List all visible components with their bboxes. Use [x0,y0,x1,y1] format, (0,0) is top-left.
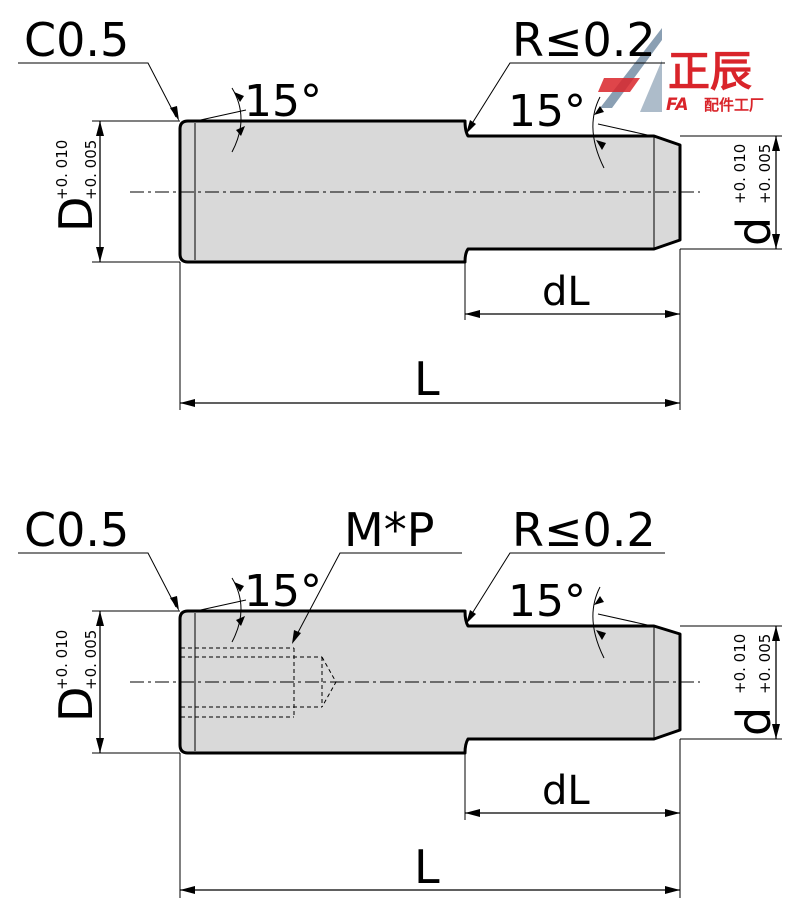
bottom-angle-left: 15° [244,566,322,617]
bottom-small-dia-tol-upper: +0. 010 [731,634,749,694]
top-big-dia-tol-upper: +0. 010 [53,140,71,200]
top-chamfer-label: C0.5 [24,13,129,67]
top-small-dia-tol-upper: +0. 010 [731,144,749,204]
bottom-small-length: dL [542,768,590,814]
bottom-big-dia-tol-lower: +0. 005 [82,630,100,690]
bottom-view: C0.5 M*P 15° R≤0.2 15° D +0. 010 +0. 005 [18,503,782,898]
company-logo: 正辰 FA 配件工厂 [598,28,764,115]
logo-main-text: 正辰 [668,47,752,96]
bottom-small-dia-tol-lower: +0. 005 [756,634,774,694]
thread-hole [181,647,337,718]
top-angle-left: 15° [244,76,322,127]
bottom-small-dia-symbol: d [727,707,781,736]
bottom-big-dia-tol-upper: +0. 010 [53,630,71,690]
top-small-dia-symbol: d [727,217,781,246]
logo-sub-text: 配件工厂 [704,96,764,114]
top-view: C0.5 15° R≤0.2 15° D +0. 010 +0. 005 d [18,13,782,410]
bottom-big-dia-symbol: D [49,687,103,722]
top-small-length: dL [542,269,590,315]
top-radius-label: R≤0.2 [512,13,656,67]
top-big-dia-symbol: D [49,197,103,232]
top-big-dia-tol-lower: +0. 005 [82,140,100,200]
bottom-total-length: L [414,840,440,894]
bottom-thread-label: M*P [344,503,434,557]
logo-mark-icon [598,28,662,112]
bottom-chamfer-label: C0.5 [24,503,129,557]
top-small-dia-tol-lower: +0. 005 [756,144,774,204]
bottom-radius-label: R≤0.2 [512,503,656,557]
logo-fa-text: FA [666,95,689,115]
top-angle-right: 15° [508,86,586,137]
bottom-angle-right: 15° [508,576,586,627]
top-total-length: L [414,352,440,406]
